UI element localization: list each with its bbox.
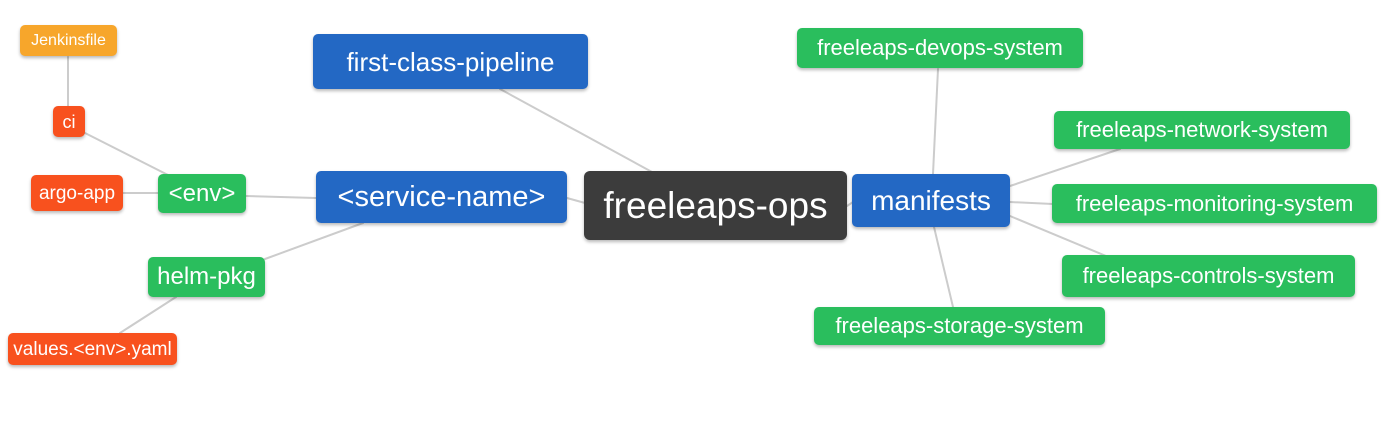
node-freeleaps-network-system[interactable]: freeleaps-network-system bbox=[1054, 111, 1350, 149]
node-service-name[interactable]: <service-name> bbox=[316, 171, 567, 223]
connector-helm-pkg-values bbox=[119, 296, 177, 334]
node-manifests[interactable]: manifests bbox=[852, 174, 1010, 227]
connector-ops-service-name bbox=[566, 197, 586, 204]
node-argo-app[interactable]: argo-app bbox=[31, 175, 123, 211]
node-freeleaps-controls-system[interactable]: freeleaps-controls-system bbox=[1062, 255, 1355, 297]
connector-service-name-env bbox=[245, 195, 317, 199]
node-freeleaps-storage-system[interactable]: freeleaps-storage-system bbox=[814, 307, 1105, 345]
node-helm-pkg[interactable]: helm-pkg bbox=[148, 257, 265, 297]
connector-manifests-monitoring bbox=[1009, 201, 1054, 205]
connector-manifests-devops bbox=[932, 68, 939, 175]
node-ci[interactable]: ci bbox=[53, 106, 85, 137]
node-env[interactable]: <env> bbox=[158, 174, 246, 213]
connector-ops-pipeline bbox=[499, 88, 653, 173]
node-values-env-yaml[interactable]: values.<env>.yaml bbox=[8, 333, 177, 365]
node-freeleaps-monitoring-system[interactable]: freeleaps-monitoring-system bbox=[1052, 184, 1377, 223]
connector-manifests-storage bbox=[933, 226, 954, 308]
node-freeleaps-devops-system[interactable]: freeleaps-devops-system bbox=[797, 28, 1083, 68]
node-freeleaps-ops-root[interactable]: freeleaps-ops bbox=[584, 171, 847, 240]
connector-service-name-helm-pkg bbox=[264, 222, 364, 260]
connector-manifests-network bbox=[1009, 148, 1121, 187]
node-first-class-pipeline[interactable]: first-class-pipeline bbox=[313, 34, 588, 89]
connector-env-ci bbox=[84, 132, 171, 177]
connector-manifests-controls bbox=[1009, 215, 1107, 257]
node-jenkinsfile[interactable]: Jenkinsfile bbox=[20, 25, 117, 56]
